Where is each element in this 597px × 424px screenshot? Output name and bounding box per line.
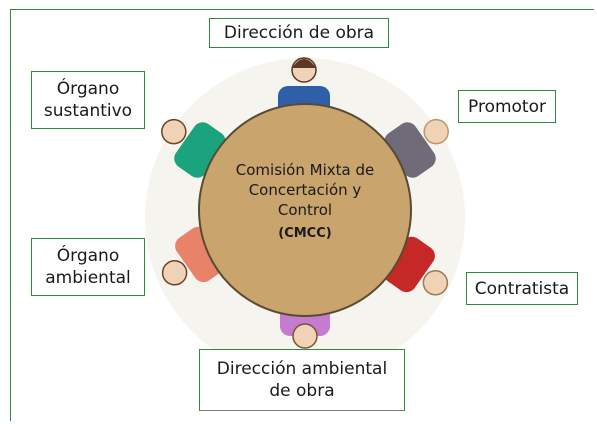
label-contratista: Contratista <box>466 272 578 305</box>
round-table <box>198 103 412 317</box>
label-bottom-line-1: Dirección ambiental <box>216 359 388 379</box>
label-substantive-line-1: Órgano <box>56 79 120 99</box>
person-contractor <box>383 236 449 296</box>
diagram-frame <box>10 9 594 421</box>
label-bottom-line-2: de obra <box>269 381 335 401</box>
label-direccion-ambiental-de-obra: Dirección ambiental de obra <box>199 349 405 411</box>
label-contractor-text: Contratista <box>474 278 570 299</box>
center-line-3: Control <box>277 201 333 219</box>
center-acronym: (CMCC) <box>278 226 332 241</box>
center-line-2: Concertación y <box>248 181 362 199</box>
label-substantive-line-2: sustantivo <box>43 101 133 121</box>
label-direccion-de-obra: Dirección de obra <box>209 18 389 48</box>
label-organo-sustantivo: Órgano sustantivo <box>31 71 145 129</box>
table-caption: Comisión Mixta de Concertación y Control… <box>225 160 385 244</box>
label-environmental-line-1: Órgano <box>56 246 120 266</box>
label-promoter-text: Promotor <box>468 96 546 117</box>
label-environmental-line-2: ambiental <box>45 268 131 288</box>
person-substantive <box>161 118 226 178</box>
label-promotor: Promotor <box>458 90 556 123</box>
center-line-1: Comisión Mixta de <box>235 161 375 179</box>
label-top-text: Dirección de obra <box>223 23 375 43</box>
person-environmental <box>161 226 227 286</box>
person-promoter <box>384 118 449 178</box>
label-organo-ambiental: Órgano ambiental <box>31 238 145 296</box>
